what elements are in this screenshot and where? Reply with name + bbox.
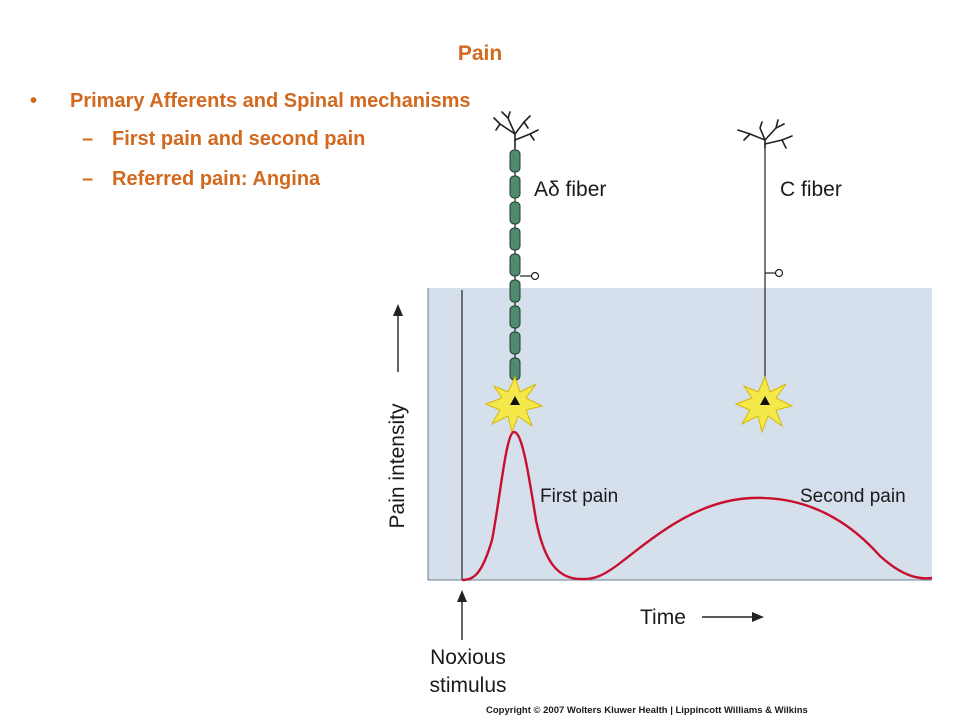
bullet-marker: •: [30, 90, 38, 112]
stimulus-label-line-1: Noxious: [430, 646, 506, 669]
a-delta-terminal-star-icon: [484, 375, 544, 434]
a-delta-dendrites: [493, 111, 539, 149]
stimulus-label-line-2: stimulus: [429, 674, 506, 697]
a-delta-fiber-label: Aδ fiber: [534, 178, 606, 201]
a-delta-axon: [509, 148, 521, 398]
dash-marker: –: [82, 168, 94, 190]
slide-title: Pain: [457, 42, 503, 65]
copyright-notice: Copyright © 2007 Wolters Kluwer Health |…: [486, 705, 808, 716]
c-fiber-label: C fiber: [780, 178, 842, 201]
c-fiber-terminal-star-icon: [734, 375, 794, 434]
a-delta-collateral: [520, 271, 540, 281]
c-fiber-dendrites: [737, 119, 793, 149]
plot-background: [428, 288, 932, 580]
x-axis-label: Time: [640, 606, 686, 629]
y-axis-label: Pain intensity: [386, 403, 409, 528]
c-fiber-collateral: [765, 268, 784, 278]
sub-bullet-text: First pain and second pain: [112, 128, 366, 150]
pain-intensity-curve: [461, 430, 933, 582]
stimulus-arrow-icon: [457, 590, 467, 640]
bullet-text: Primary Afferents and Spinal mechanisms: [70, 90, 471, 112]
x-axis-arrow-icon: [702, 612, 764, 622]
y-axis-arrow-icon: [393, 304, 403, 372]
dash-marker: –: [82, 128, 94, 150]
first-pain-label: First pain: [540, 486, 618, 507]
second-pain-label: Second pain: [800, 486, 906, 507]
sub-bullet-text: Referred pain: Angina: [112, 168, 321, 190]
